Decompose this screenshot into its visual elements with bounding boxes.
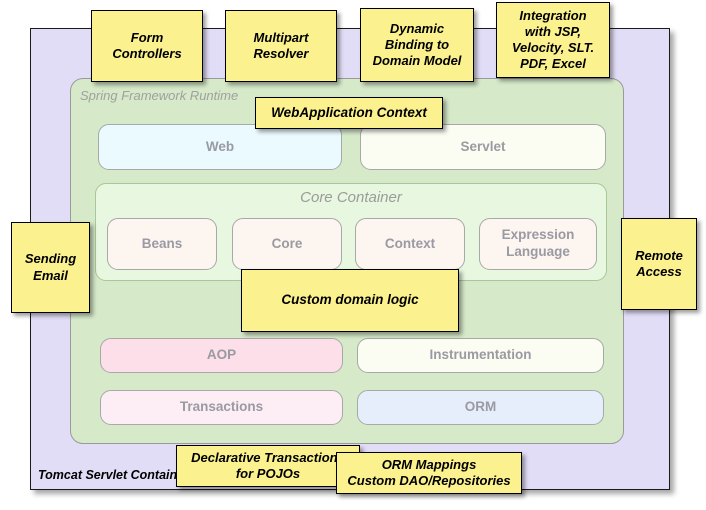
module-beans[interactable]: Beans xyxy=(107,218,217,270)
module-web-label: Web xyxy=(205,138,235,154)
note-custom-domain-logic[interactable]: Custom domain logic xyxy=(241,269,459,332)
module-beans-label: Beans xyxy=(141,235,183,251)
module-instrumentation[interactable]: Instrumentation xyxy=(357,338,604,373)
module-transactions[interactable]: Transactions xyxy=(100,390,343,425)
module-servlet-label: Servlet xyxy=(460,138,506,154)
module-aop[interactable]: AOP xyxy=(100,338,343,373)
module-orm-label: ORM xyxy=(464,399,497,415)
module-core[interactable]: Core xyxy=(232,218,342,270)
note-webapplication-context[interactable]: WebApplication Context xyxy=(255,97,443,129)
note-dynamic-binding[interactable]: Dynamic Binding to Domain Model xyxy=(360,8,474,82)
module-servlet[interactable]: Servlet xyxy=(360,124,606,170)
note-form-controllers[interactable]: Form Controllers xyxy=(91,10,203,82)
module-orm[interactable]: ORM xyxy=(357,390,604,425)
note-declarative-transactions[interactable]: Declarative Transactions for POJOs xyxy=(176,445,360,487)
module-instrumentation-label: Instrumentation xyxy=(429,347,532,363)
core-container-title: Core Container xyxy=(300,189,402,206)
tomcat-servlet-container-label: Tomcat Servlet Container xyxy=(38,468,189,482)
note-remote-access[interactable]: Remote Access xyxy=(621,218,697,310)
module-context-label: Context xyxy=(384,235,436,251)
note-orm-mappings[interactable]: ORM Mappings Custom DAO/Repositories xyxy=(336,452,522,494)
spring-framework-runtime-label: Spring Framework Runtime xyxy=(80,88,239,103)
note-integration[interactable]: Integration with JSP, Velocity, SLT. PDF… xyxy=(496,2,610,78)
module-expression-language-label: Expression Language xyxy=(501,227,575,259)
module-expression-language[interactable]: Expression Language xyxy=(479,218,597,270)
module-context[interactable]: Context xyxy=(355,218,465,270)
note-sending-email[interactable]: Sending Email xyxy=(11,222,90,313)
note-multipart-resolver[interactable]: Multipart Resolver xyxy=(225,10,337,82)
module-transactions-label: Transactions xyxy=(179,399,264,415)
module-core-label: Core xyxy=(271,235,303,251)
module-web[interactable]: Web xyxy=(98,124,342,170)
module-aop-label: AOP xyxy=(206,347,237,363)
